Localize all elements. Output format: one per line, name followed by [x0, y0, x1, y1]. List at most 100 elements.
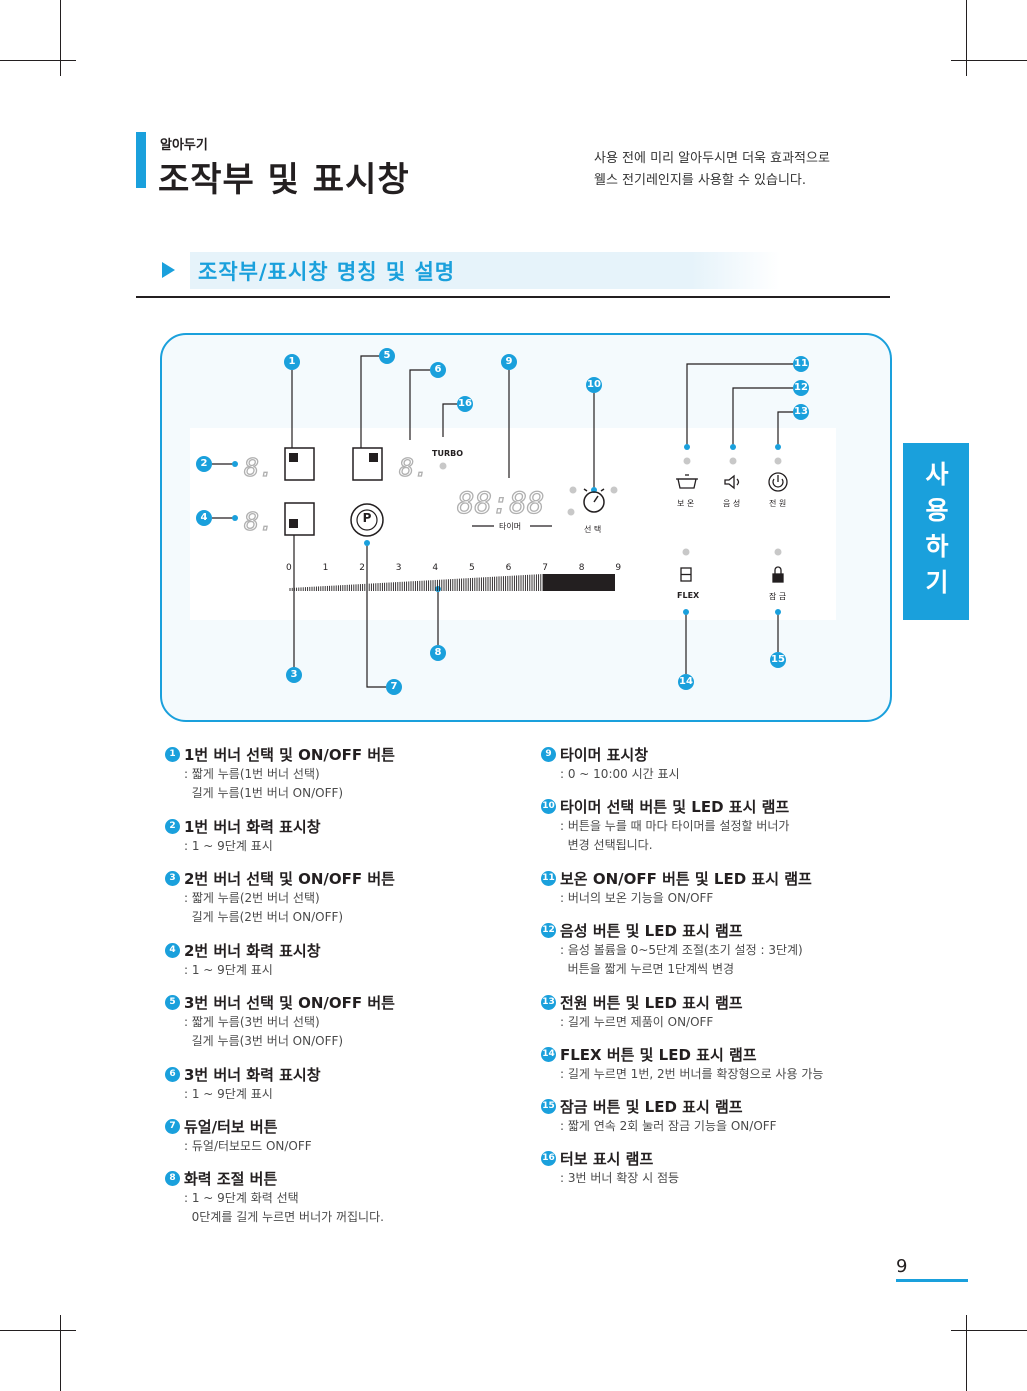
legend-number: 10: [541, 799, 556, 814]
crop-mark-top-left-h: [0, 60, 76, 61]
legend-description: : 3번 버너 확장 시 점등: [560, 1171, 680, 1185]
legend-description: : 짧게 연속 2회 눌러 잠금 기능을 ON/OFF: [560, 1119, 777, 1133]
legend-description: 0단계를 길게 누르면 버너가 꺼집니다.: [184, 1210, 384, 1224]
power-label: 전 원: [769, 498, 786, 508]
callout-14: 14: [678, 674, 694, 690]
slider-scale-label: 8: [579, 563, 585, 573]
callout-1: 1: [284, 354, 300, 370]
slider-scale-label: 7: [542, 563, 548, 573]
crop-mark-bottom-left-h: [0, 1330, 76, 1331]
legend-description: : 짧게 누름(2번 버너 선택): [184, 891, 320, 905]
timer-label: 타이머: [499, 521, 521, 531]
legend-description: : 길게 누르면 제품이 ON/OFF: [560, 1015, 714, 1029]
legend-number: 8: [165, 1171, 180, 1186]
alarm-clock-icon: [583, 488, 605, 513]
slider-scale-label: 3: [396, 563, 402, 573]
legend-number: 4: [165, 943, 180, 958]
legend-description: : 짧게 누름(1번 버너 선택): [184, 767, 320, 781]
legend-description: : 1 ~ 9단계 화력 선택: [184, 1191, 299, 1205]
legend-title: 3번 버너 선택 및 ON/OFF 버튼: [184, 994, 395, 1012]
legend-description: : 버너의 보온 기능을 ON/OFF: [560, 891, 714, 905]
section-label: 알아두기: [160, 138, 208, 153]
legend-number: 6: [165, 1067, 180, 1082]
header-description-line: 웰스 전기레인지를 사용할 수 있습니다.: [594, 173, 807, 188]
crop-mark-top-left-v: [60, 0, 61, 76]
legend-number: 1: [165, 747, 180, 762]
legend-number: 12: [541, 923, 556, 938]
burner3-digit-display: 8.: [399, 453, 429, 482]
sound-label: 음 성: [723, 499, 740, 508]
section-title: 조작부/표시창 명칭 및 설명: [198, 260, 456, 284]
legend-description: 길게 누름(2번 버너 ON/OFF): [184, 910, 344, 924]
legend-title: 타이머 표시창: [560, 746, 649, 764]
legend-number: 14: [541, 1047, 556, 1062]
page-number-rule: [896, 1279, 968, 1282]
header-description-line: 사용 전에 미리 알아두시면 더욱 효과적으로: [594, 151, 830, 166]
legend-title: 보온 ON/OFF 버튼 및 LED 표시 램프: [560, 870, 812, 888]
keep-warm-label: 보 온: [677, 499, 694, 508]
legend-title: 듀얼/터보 버튼: [184, 1118, 278, 1136]
section-arrow-icon: [162, 262, 175, 278]
legend-description: 길게 누름(3번 버너 ON/OFF): [184, 1034, 344, 1048]
callout-7: 7: [386, 679, 402, 695]
legend-title: 2번 버너 화력 표시창: [184, 942, 321, 960]
legend-number: 7: [165, 1119, 180, 1134]
power-icon: [768, 472, 788, 492]
callout-9: 9: [501, 354, 517, 370]
header-accent-bar: [136, 132, 146, 188]
crop-mark-top-right-v: [966, 0, 967, 76]
callout-4: 4: [196, 510, 212, 526]
flex-label: FLEX: [677, 591, 700, 600]
legend-description: : 0 ~ 10:00 시간 표시: [560, 767, 680, 781]
legend-number: 3: [165, 871, 180, 886]
select-label: 선 택: [584, 524, 601, 534]
p-symbol: P: [362, 511, 372, 525]
flex-icon: [680, 567, 692, 582]
legend-title: FLEX 버튼 및 LED 표시 램프: [560, 1046, 757, 1064]
slider-max-zone: [543, 574, 615, 591]
callout-12: 12: [793, 380, 809, 396]
legend-title: 3번 버너 화력 표시창: [184, 1066, 321, 1084]
timer-digit-display: 88:88: [457, 486, 544, 520]
page-title: 조작부 및 표시창: [158, 160, 410, 200]
slider-scale-label: 4: [432, 563, 438, 573]
speaker-icon: [724, 474, 740, 490]
slider-scale-label: 1: [323, 563, 329, 573]
callout-16: 16: [457, 396, 473, 412]
legend-item: 6 3번 버너 화력 표시창 : 1 ~ 9단계 표시: [165, 1064, 321, 1104]
callout-13: 13: [793, 404, 809, 420]
legend-item: 3 2번 버너 선택 및 ON/OFF 버튼 : 짧게 누름(2번 버너 선택) 길…: [165, 868, 395, 927]
slider-scale-label: 6: [506, 563, 512, 573]
slider-scale-label: 5: [469, 563, 475, 573]
legend-title: 터보 표시 램프: [560, 1150, 654, 1168]
legend-description: : 음성 볼륨을 0~5단계 조절(초기 설정 : 3단계): [560, 943, 803, 957]
crop-mark-bottom-right-h: [951, 1330, 1027, 1331]
callout-2: 2: [196, 456, 212, 472]
legend-description: : 짧게 누름(3번 버너 선택): [184, 1015, 320, 1029]
legend-number: 15: [541, 1099, 556, 1114]
legend-description: : 버튼을 누를 때 마다 타이머를 설정할 버너가: [560, 819, 790, 833]
crop-mark-bottom-left-v: [60, 1315, 61, 1391]
crop-mark-bottom-right-v: [966, 1315, 967, 1391]
page-number: 9: [896, 1256, 908, 1277]
legend-description: : 1 ~ 9단계 표시: [184, 1087, 273, 1101]
legend-title: 2번 버너 선택 및 ON/OFF 버튼: [184, 870, 395, 888]
turbo-led: [439, 462, 447, 470]
callout-15: 15: [770, 652, 786, 668]
lock-label: 잠 금: [769, 591, 786, 601]
power-level-slider: [289, 574, 544, 591]
